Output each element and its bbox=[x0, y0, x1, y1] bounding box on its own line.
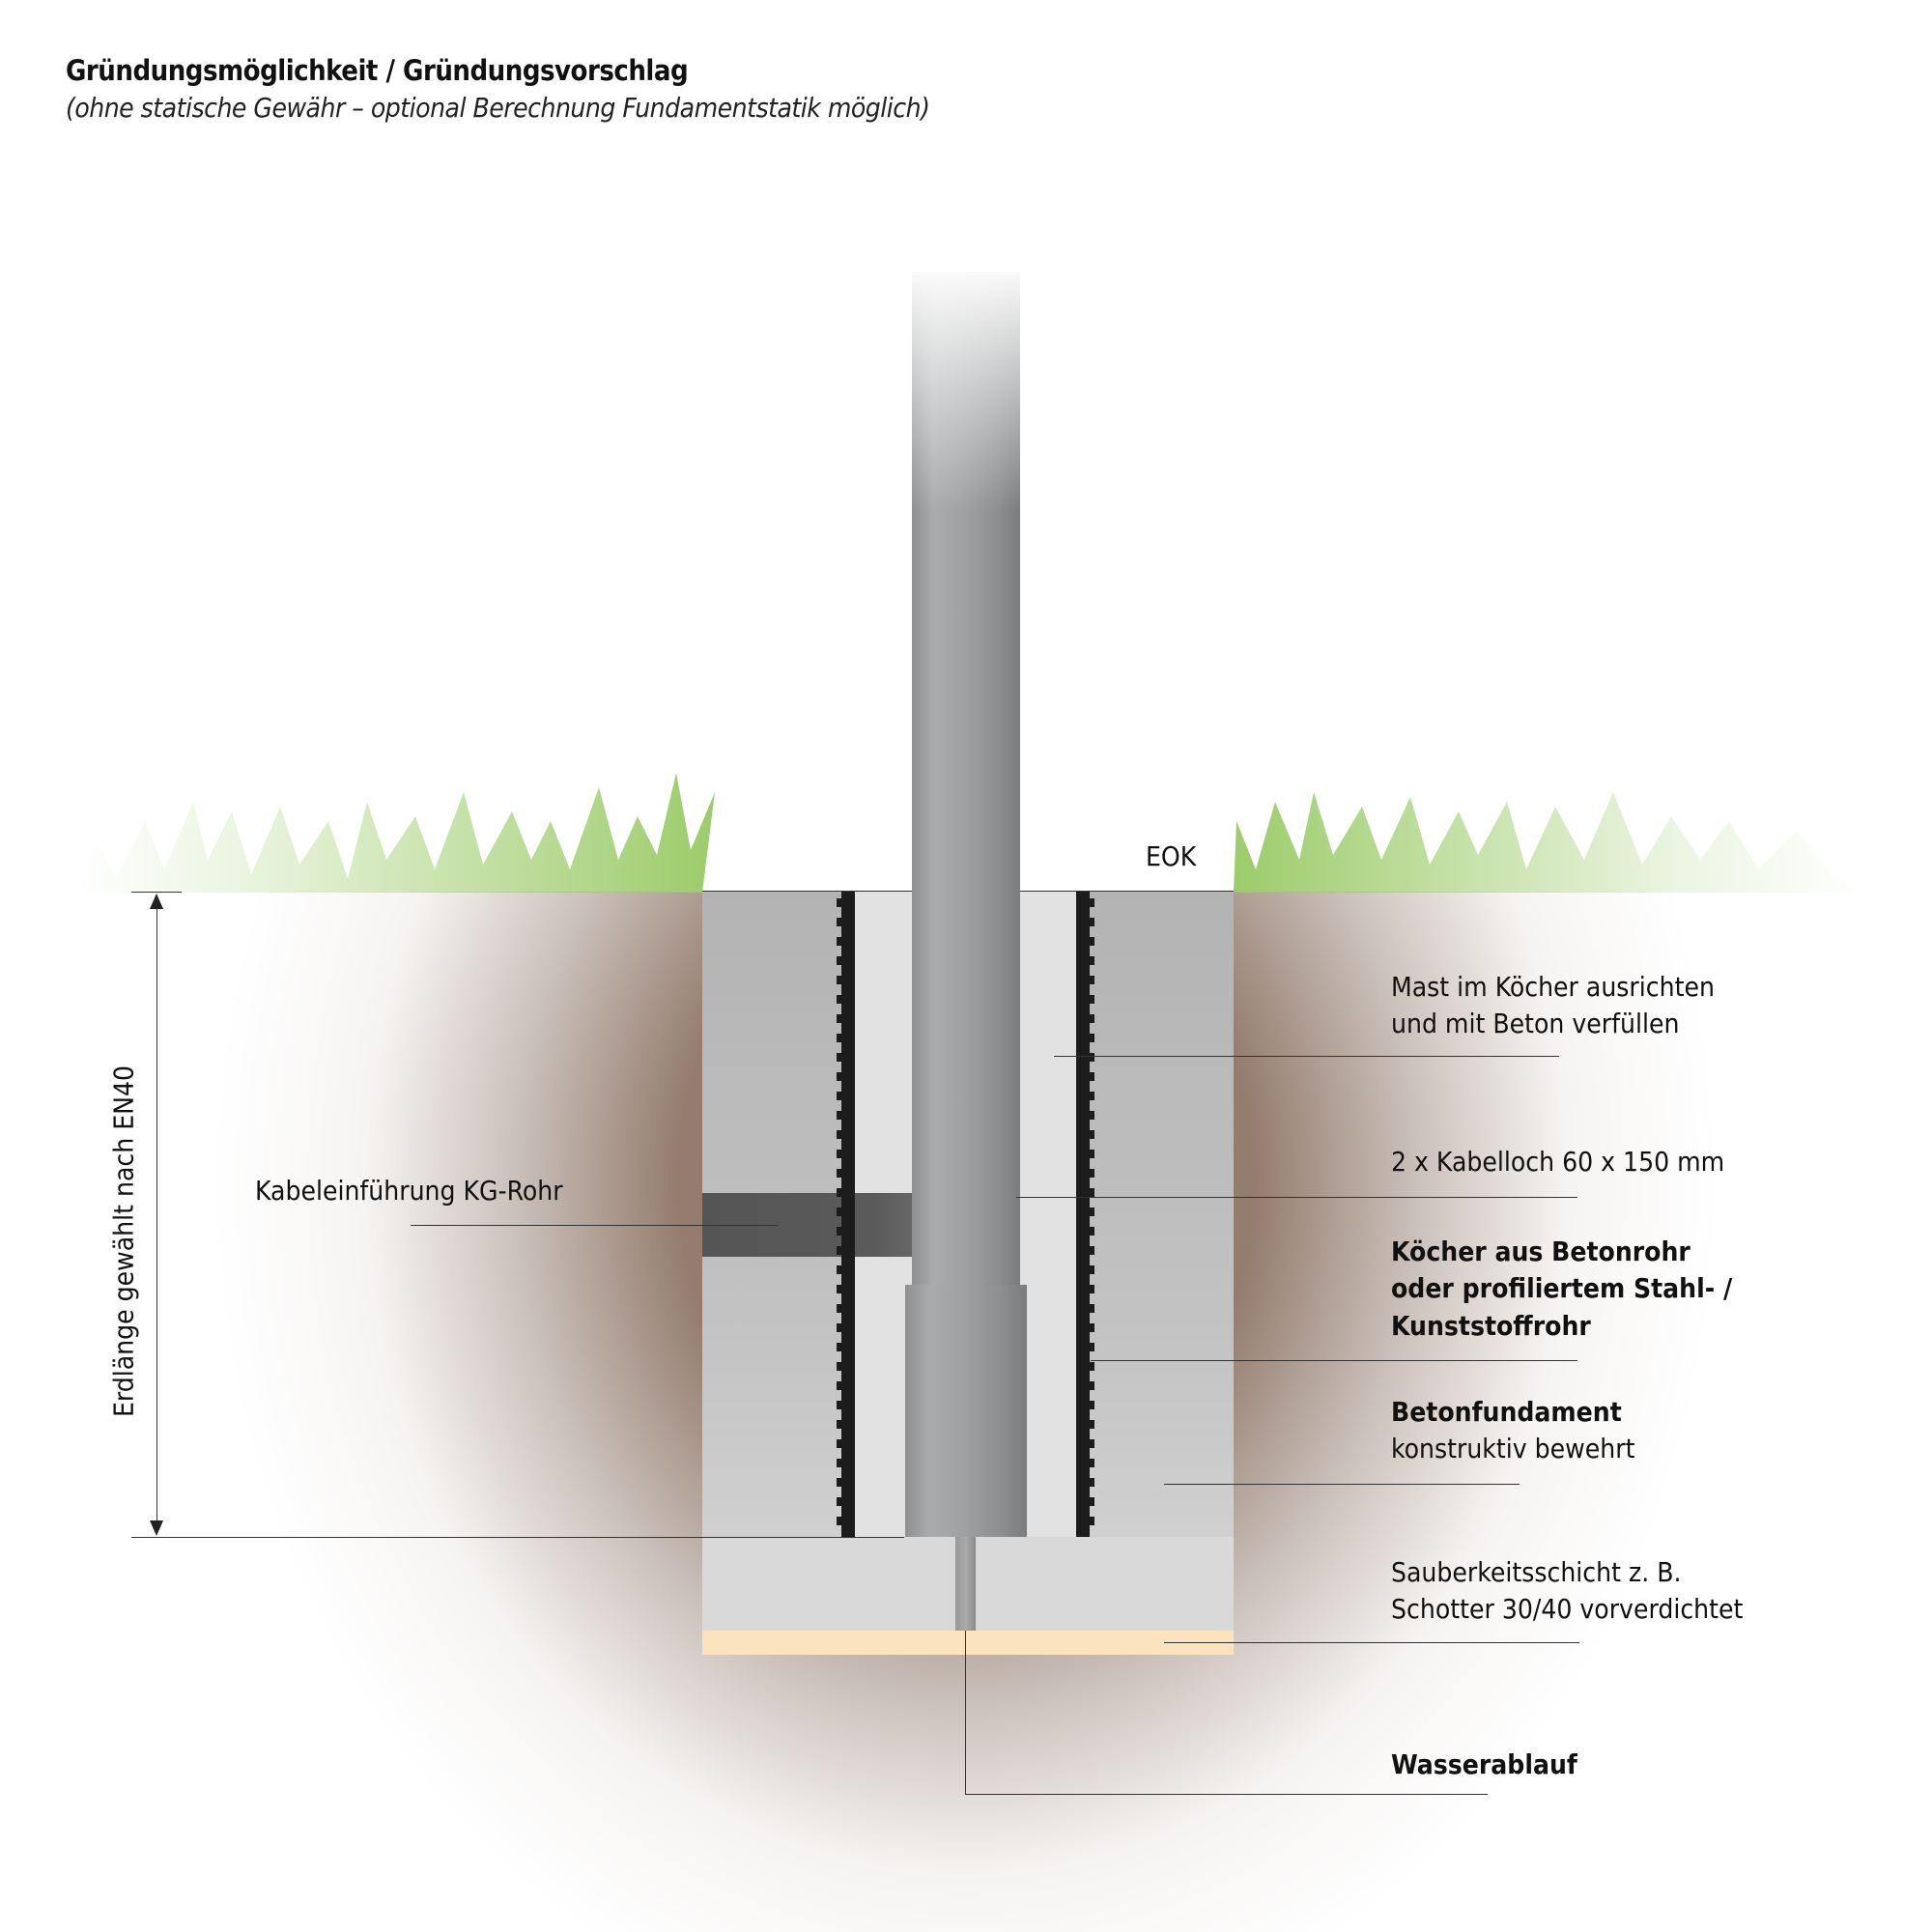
cable-entry-label: Kabeleinführung KG-Rohr bbox=[255, 1175, 563, 1207]
foundation-leader bbox=[1164, 1484, 1520, 1485]
clean-layer-leader bbox=[1164, 1642, 1579, 1643]
foundation-label-2: konstruktiv bewehrt bbox=[1391, 1433, 1635, 1464]
clean-layer-label-2: Schotter 30/40 vorverdichtet bbox=[1391, 1593, 1744, 1625]
sleeve-wall-left bbox=[841, 892, 855, 1537]
cleanliness-layer bbox=[702, 1631, 1234, 1655]
sleeve-wall-right bbox=[1076, 892, 1090, 1537]
drain-label: Wasserablauf bbox=[1391, 1748, 1577, 1780]
sleeve-label-2: oder profiliertem Stahl- / bbox=[1391, 1272, 1733, 1304]
page-subtitle: (ohne statische Gewähr – optional Berech… bbox=[66, 92, 930, 124]
drain-leader bbox=[965, 1794, 1488, 1795]
mast-pole-base bbox=[905, 1285, 1027, 1537]
mast-fade bbox=[898, 261, 1034, 512]
sleeve-label-1: Köcher aus Betonrohr bbox=[1391, 1236, 1690, 1267]
arrow-up-icon bbox=[150, 894, 163, 909]
mast-label-2: und mit Beton verfüllen bbox=[1391, 1008, 1680, 1039]
foundation-label-1: Betonfundament bbox=[1391, 1396, 1622, 1428]
sleeve-fill-right bbox=[1020, 892, 1076, 1537]
drain-pipe bbox=[955, 1537, 976, 1631]
dimension-line-bottom bbox=[131, 1537, 904, 1538]
drain-leader-vertical bbox=[965, 1631, 966, 1795]
clean-layer-label-1: Sauberkeitsschicht z. B. bbox=[1391, 1556, 1682, 1588]
grass bbox=[77, 773, 1864, 893]
cable-hole-leader bbox=[1016, 1197, 1577, 1198]
mast-leader bbox=[1054, 1056, 1559, 1057]
dimension-label: Erdlänge gewählt nach EN40 bbox=[107, 1065, 140, 1418]
dimension-tick-top bbox=[131, 892, 182, 893]
sleeve-profile-left bbox=[837, 898, 841, 1536]
cable-entry-leader bbox=[411, 1225, 778, 1226]
page-title: Gründungsmöglichkeit / Gründungsvorschla… bbox=[66, 54, 689, 87]
grass-right bbox=[1234, 792, 1864, 893]
mast-label-1: Mast im Köcher ausrichten bbox=[1391, 971, 1715, 1003]
sleeve-leader bbox=[1091, 1360, 1577, 1361]
sleeve-profile-right bbox=[1090, 898, 1094, 1536]
grass-left bbox=[77, 773, 715, 893]
arrow-down-icon bbox=[150, 1520, 163, 1536]
eok-label: EOK bbox=[1146, 840, 1197, 872]
cable-hole-label: 2 x Kabelloch 60 x 150 mm bbox=[1391, 1146, 1725, 1178]
dimension-line bbox=[156, 898, 157, 1531]
sleeve-label-3: Kunststoffrohr bbox=[1391, 1310, 1591, 1342]
